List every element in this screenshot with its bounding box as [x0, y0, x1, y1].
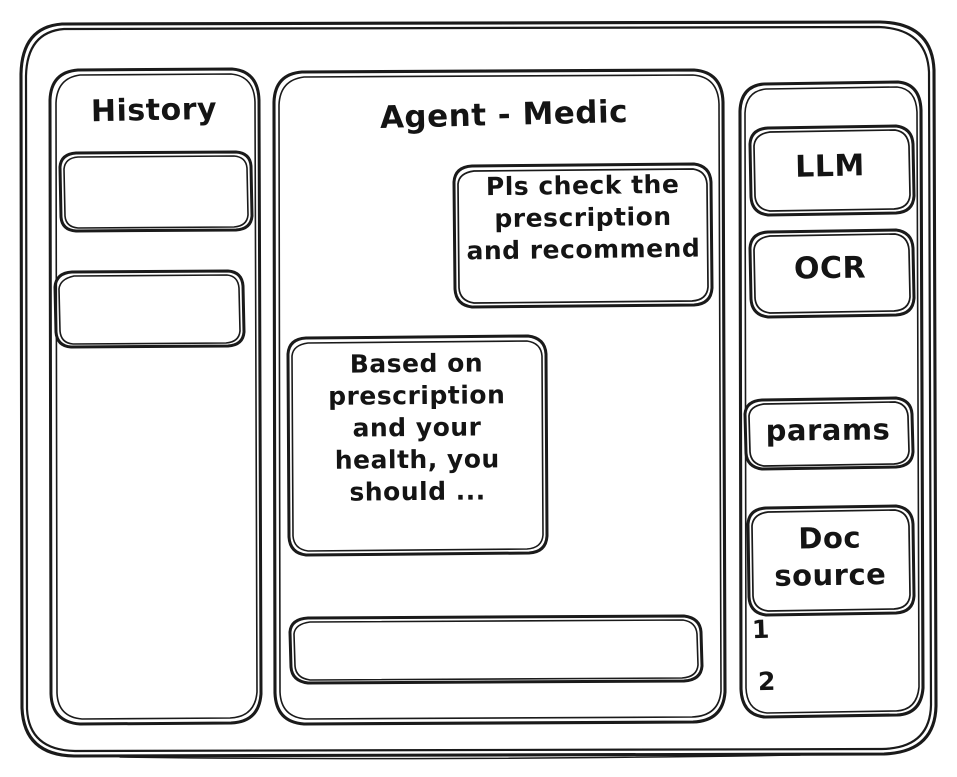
agent-chat-panel — [274, 70, 726, 725]
history-sidebar — [50, 69, 262, 725]
tools-sidebar — [740, 82, 924, 718]
